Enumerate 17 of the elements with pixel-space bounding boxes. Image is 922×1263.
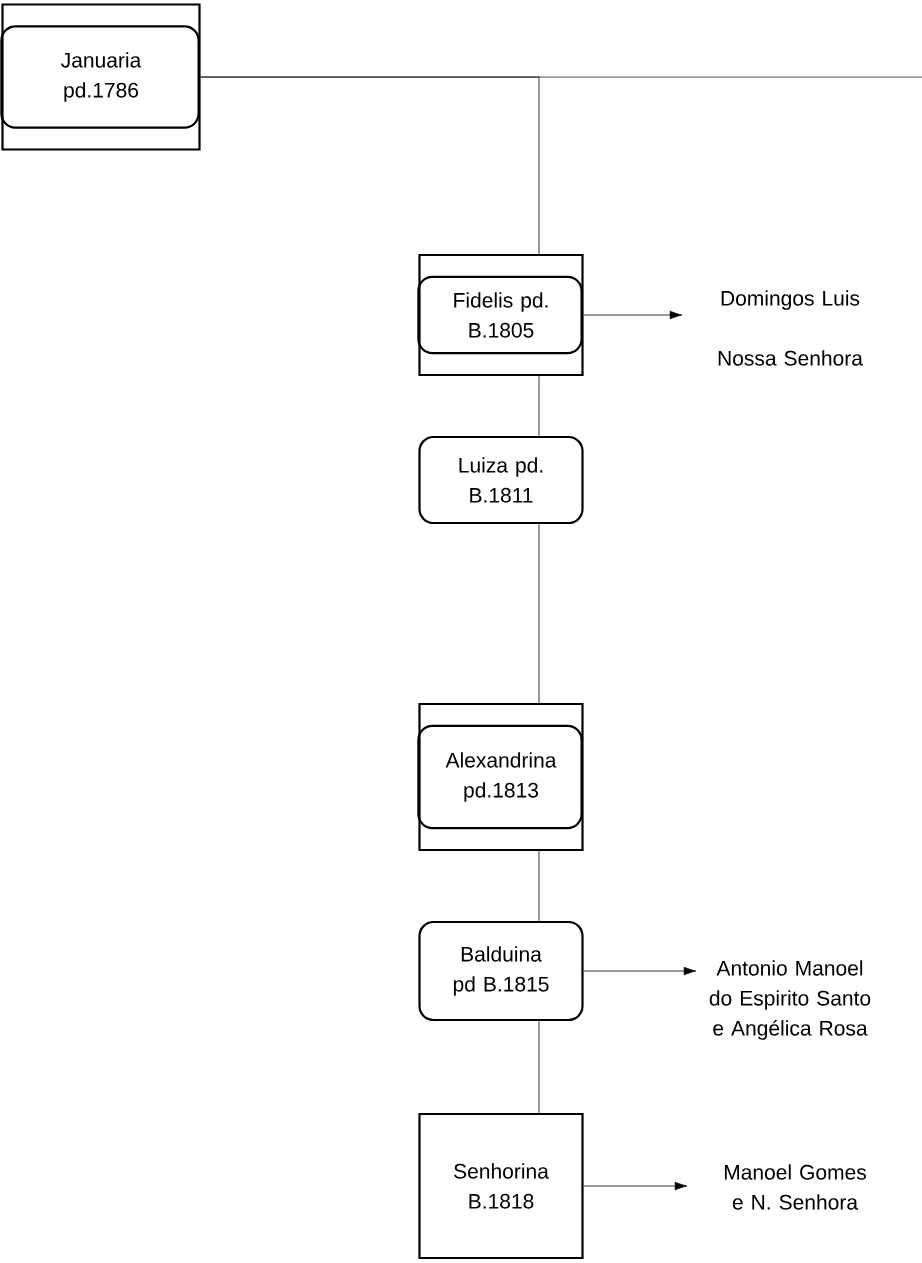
connector-line [538,1020,540,1114]
rounded-box: Luiza pd. B.1811 [418,435,584,525]
arrow [583,310,683,320]
double-frame-box: Fidelis pd. B.1805 [417,253,584,377]
connector-line [200,76,540,255]
name-text: Manoel Gomes e N. Senhora [724,1164,866,1210]
connector-line [538,523,540,704]
double-frame-box: Januaria pd.1786 [0,3,201,151]
connector-line [538,375,540,437]
rectangle-box: Senhorina B.1818 [418,1112,584,1260]
arrow [583,1181,688,1191]
double-frame-box: Alexandrina pd.1813 [417,702,584,852]
rounded-box: Balduina pd B.1815 [418,920,584,1022]
connector-line [538,850,540,922]
name-text: Domingos Luis Nossa Senhora [718,290,863,366]
arrow [583,966,697,976]
name-text: Antonio Manoel do Espirito Santo e Angélica Rosa [709,960,871,1040]
